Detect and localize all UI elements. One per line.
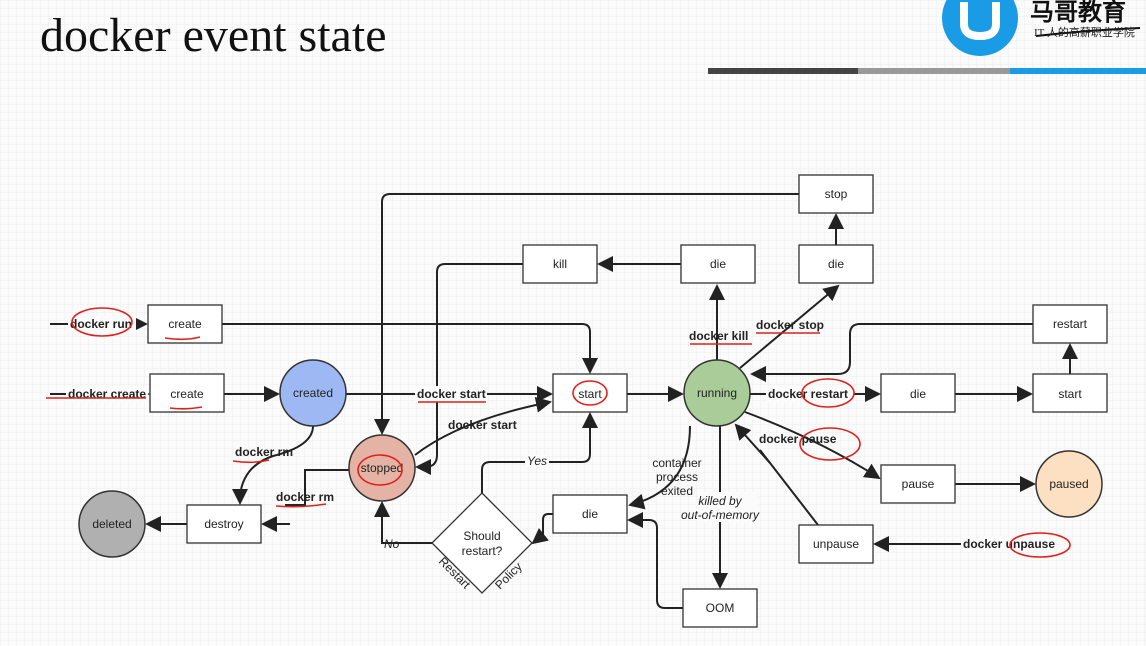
svg-text:die: die	[710, 257, 726, 271]
svg-text:die: die	[828, 257, 844, 271]
node-destroy[interactable]: destroy	[186, 504, 262, 544]
svg-text:running: running	[697, 386, 737, 400]
svg-text:out-of-memory: out-of-memory	[681, 508, 760, 522]
svg-text:start: start	[578, 387, 602, 401]
brand-tagline: IT 人的高薪职业学院	[1034, 27, 1135, 39]
svg-text:docker start: docker start	[448, 418, 517, 432]
svg-text:start: start	[1058, 387, 1082, 401]
svg-text:docker kill: docker kill	[689, 329, 748, 343]
svg-text:exited: exited	[661, 484, 693, 498]
header-bar	[858, 68, 1010, 74]
node-oom[interactable]: OOM	[682, 588, 758, 628]
svg-text:stopped: stopped	[361, 461, 404, 475]
svg-text:die: die	[910, 387, 926, 401]
logo	[942, 0, 1141, 56]
node-pause[interactable]: pause	[880, 464, 956, 504]
svg-text:OOM: OOM	[706, 601, 735, 615]
svg-text:killed by: killed by	[698, 494, 742, 508]
page-title: docker event state	[40, 9, 387, 62]
node-create-run[interactable]: create	[147, 304, 223, 344]
svg-text:pause: pause	[902, 477, 935, 491]
svg-text:docker rm: docker rm	[235, 445, 293, 459]
state-running[interactable]: running	[683, 359, 751, 427]
svg-text:restart: restart	[1053, 317, 1088, 331]
node-stop[interactable]: stop	[798, 174, 874, 214]
node-die-kill[interactable]: die	[680, 244, 756, 284]
svg-text:container: container	[652, 456, 701, 470]
svg-text:kill: kill	[553, 257, 567, 271]
svg-text:restart?: restart?	[462, 544, 503, 558]
svg-text:create: create	[170, 387, 204, 401]
state-deleted[interactable]: deleted	[78, 490, 146, 558]
node-restart[interactable]: restart	[1032, 304, 1108, 344]
node-die-exit[interactable]: die	[552, 494, 628, 534]
svg-text:docker pause: docker pause	[759, 432, 837, 446]
brand-name: 马哥教育	[1030, 0, 1126, 26]
state-created[interactable]: created	[279, 359, 347, 427]
header-bar	[708, 68, 858, 74]
svg-text:paused: paused	[1049, 477, 1088, 491]
node-create[interactable]: create	[149, 373, 225, 413]
svg-text:destroy: destroy	[204, 517, 243, 531]
svg-text:Yes: Yes	[527, 454, 547, 468]
node-start[interactable]: start	[552, 373, 628, 413]
edge-labels: docker run docker create docker start do…	[66, 316, 1055, 592]
node-kill[interactable]: kill	[522, 244, 598, 284]
svg-text:Should: Should	[463, 529, 500, 543]
svg-text:process: process	[656, 470, 698, 484]
svg-text:docker start: docker start	[417, 387, 486, 401]
svg-text:docker unpause: docker unpause	[963, 537, 1055, 551]
svg-text:docker create: docker create	[68, 387, 146, 401]
node-unpause[interactable]: unpause	[798, 524, 874, 564]
node-die-restart[interactable]: die	[880, 373, 956, 413]
svg-text:docker run: docker run	[70, 317, 132, 331]
svg-text:docker stop: docker stop	[756, 318, 824, 332]
svg-text:created: created	[293, 386, 333, 400]
header-bar	[1010, 68, 1146, 74]
svg-text:No: No	[384, 537, 400, 551]
svg-text:create: create	[168, 317, 202, 331]
red-annotations	[46, 307, 1071, 558]
svg-text:stop: stop	[825, 187, 848, 201]
node-die-stop[interactable]: die	[798, 244, 874, 284]
svg-text:docker restart: docker restart	[768, 387, 848, 401]
svg-text:deleted: deleted	[92, 517, 131, 531]
state-paused[interactable]: paused	[1035, 450, 1103, 518]
state-stopped[interactable]: stopped	[348, 434, 416, 502]
node-start-restart[interactable]: start	[1032, 373, 1108, 413]
svg-text:docker rm: docker rm	[276, 490, 334, 504]
svg-text:unpause: unpause	[813, 537, 859, 551]
svg-text:die: die	[582, 507, 598, 521]
